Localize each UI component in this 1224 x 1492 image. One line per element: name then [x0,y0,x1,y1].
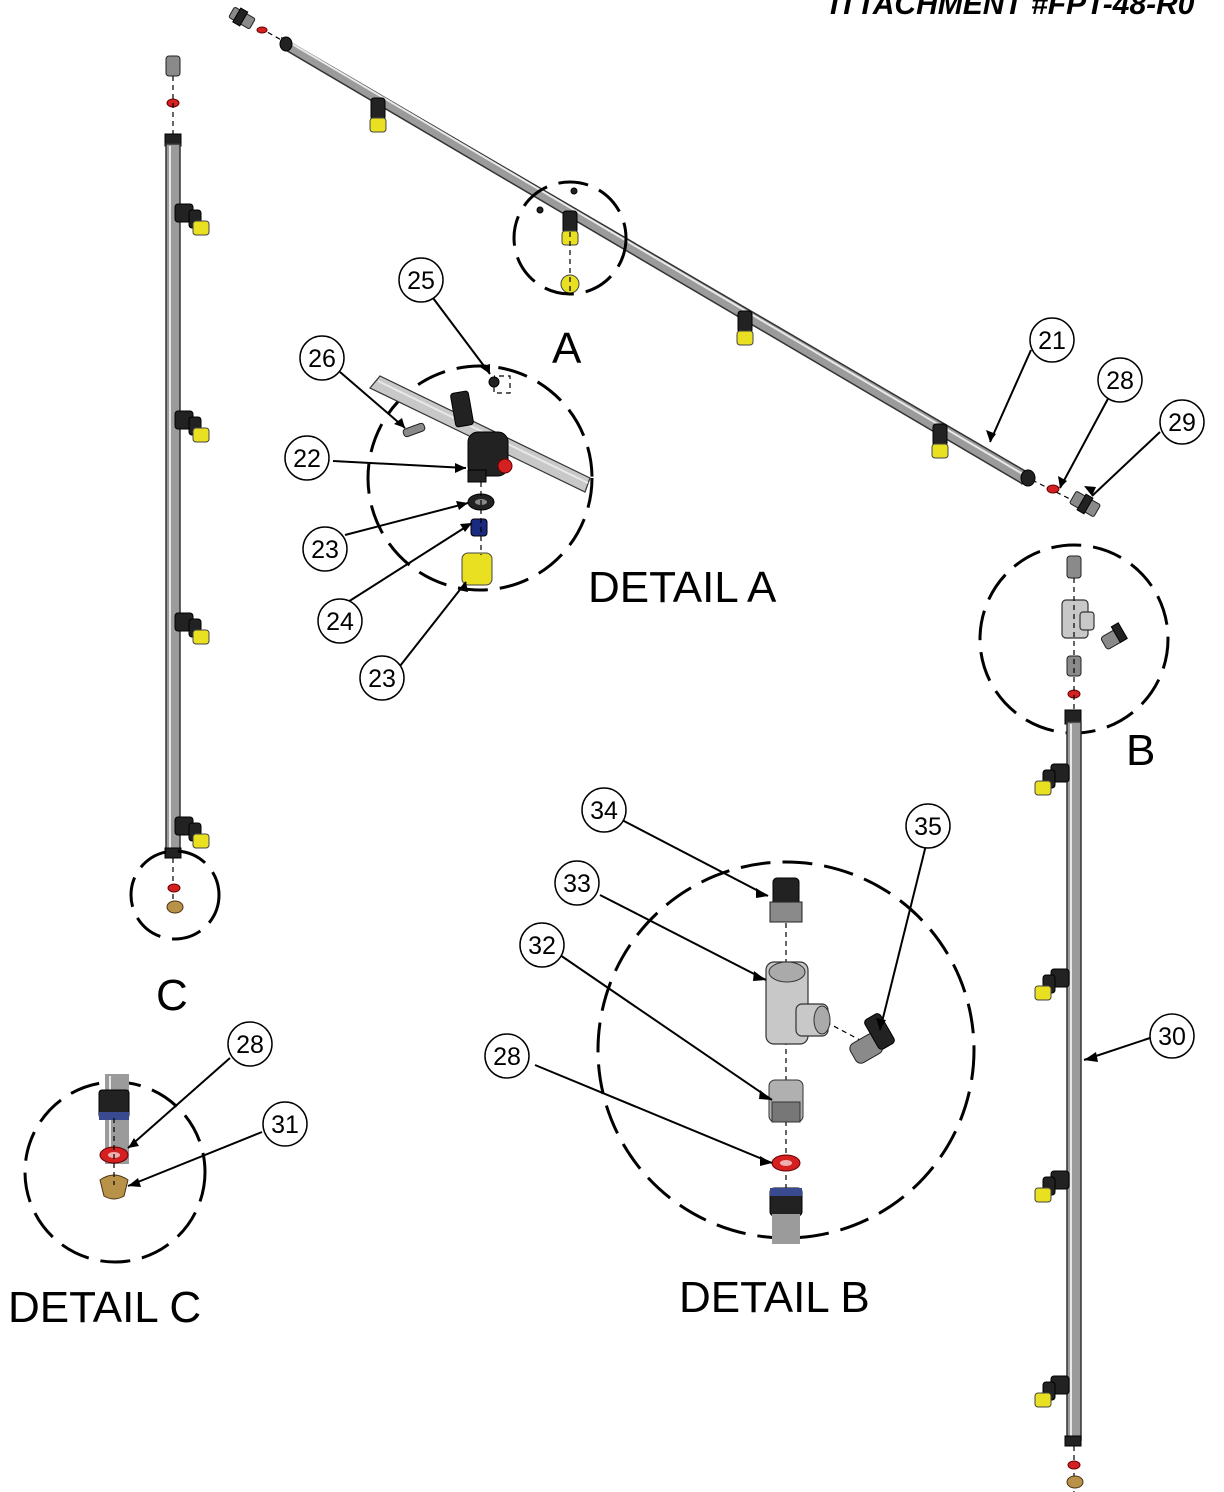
callout-29: 29 [1159,399,1205,445]
callout-35: 35 [905,803,951,849]
detail-c: DETAIL C [8,1074,207,1332]
callout-24: 24 [317,598,363,644]
callout-33: 33 [554,860,600,906]
svg-text:23: 23 [311,536,339,564]
svg-text:28: 28 [1106,367,1134,395]
svg-text:33: 33 [563,870,591,898]
pin-26 [402,422,426,438]
document-id-header: ITTACHMENT #FPT-48-R0 [830,0,1195,21]
svg-text:34: 34 [590,797,618,825]
callout-32: 32 [519,922,565,968]
svg-text:23: 23 [368,665,396,693]
boom-end-gasket [1046,484,1060,494]
callout-21: 21 [1029,317,1075,363]
svg-text:35: 35 [914,813,942,841]
svg-text:28: 28 [493,1043,521,1071]
callout-25: 25 [398,257,444,303]
boom-inlet-fitting [228,7,256,29]
callout-26: 26 [299,335,345,381]
elbow-35 [849,1013,895,1064]
view-a-marker: A [512,180,628,373]
callout-23-upper: 23 [302,526,348,572]
detail-a-title: DETAIL A [588,563,777,612]
callout-31: 31 [262,1101,308,1147]
svg-text:30: 30 [1158,1023,1186,1051]
detail-a: DETAIL A [366,364,777,612]
svg-text:26: 26 [308,345,336,373]
view-b-label: B [1126,726,1155,775]
callout-30: 30 [1149,1013,1195,1059]
leader-lines [127,293,1161,1187]
detail-b-title: DETAIL B [679,1273,870,1322]
view-c-label: C [156,971,188,1020]
svg-text:21: 21 [1038,327,1066,355]
nozzle-cap-23 [461,552,493,586]
callout-23-lower: 23 [359,655,405,701]
svg-text:29: 29 [1168,409,1196,437]
svg-text:22: 22 [293,445,321,473]
tip-31 [99,1174,129,1200]
boom-inlet-gasket [256,26,268,34]
callout-28-top: 28 [1097,357,1143,403]
svg-text:24: 24 [326,608,354,636]
svg-text:31: 31 [271,1111,299,1139]
view-a-label: A [552,324,582,373]
svg-text:28: 28 [236,1031,264,1059]
boom-end-fitting [1069,491,1101,517]
detail-c-title: DETAIL C [8,1283,201,1332]
diagonal-boom [228,7,1101,517]
svg-text:25: 25 [407,267,435,295]
strainer-24 [470,518,488,537]
callout-22: 22 [284,435,330,481]
left-vertical-boom: C [129,55,221,1020]
callout-28-detail-b: 28 [484,1033,530,1079]
callout-34: 34 [581,787,627,833]
detail-b: DETAIL B [596,860,976,1322]
right-vertical-boom: B [978,543,1170,1492]
nut-25 [488,376,500,388]
svg-text:32: 32 [528,932,556,960]
callout-28-detail-c: 28 [227,1021,273,1067]
